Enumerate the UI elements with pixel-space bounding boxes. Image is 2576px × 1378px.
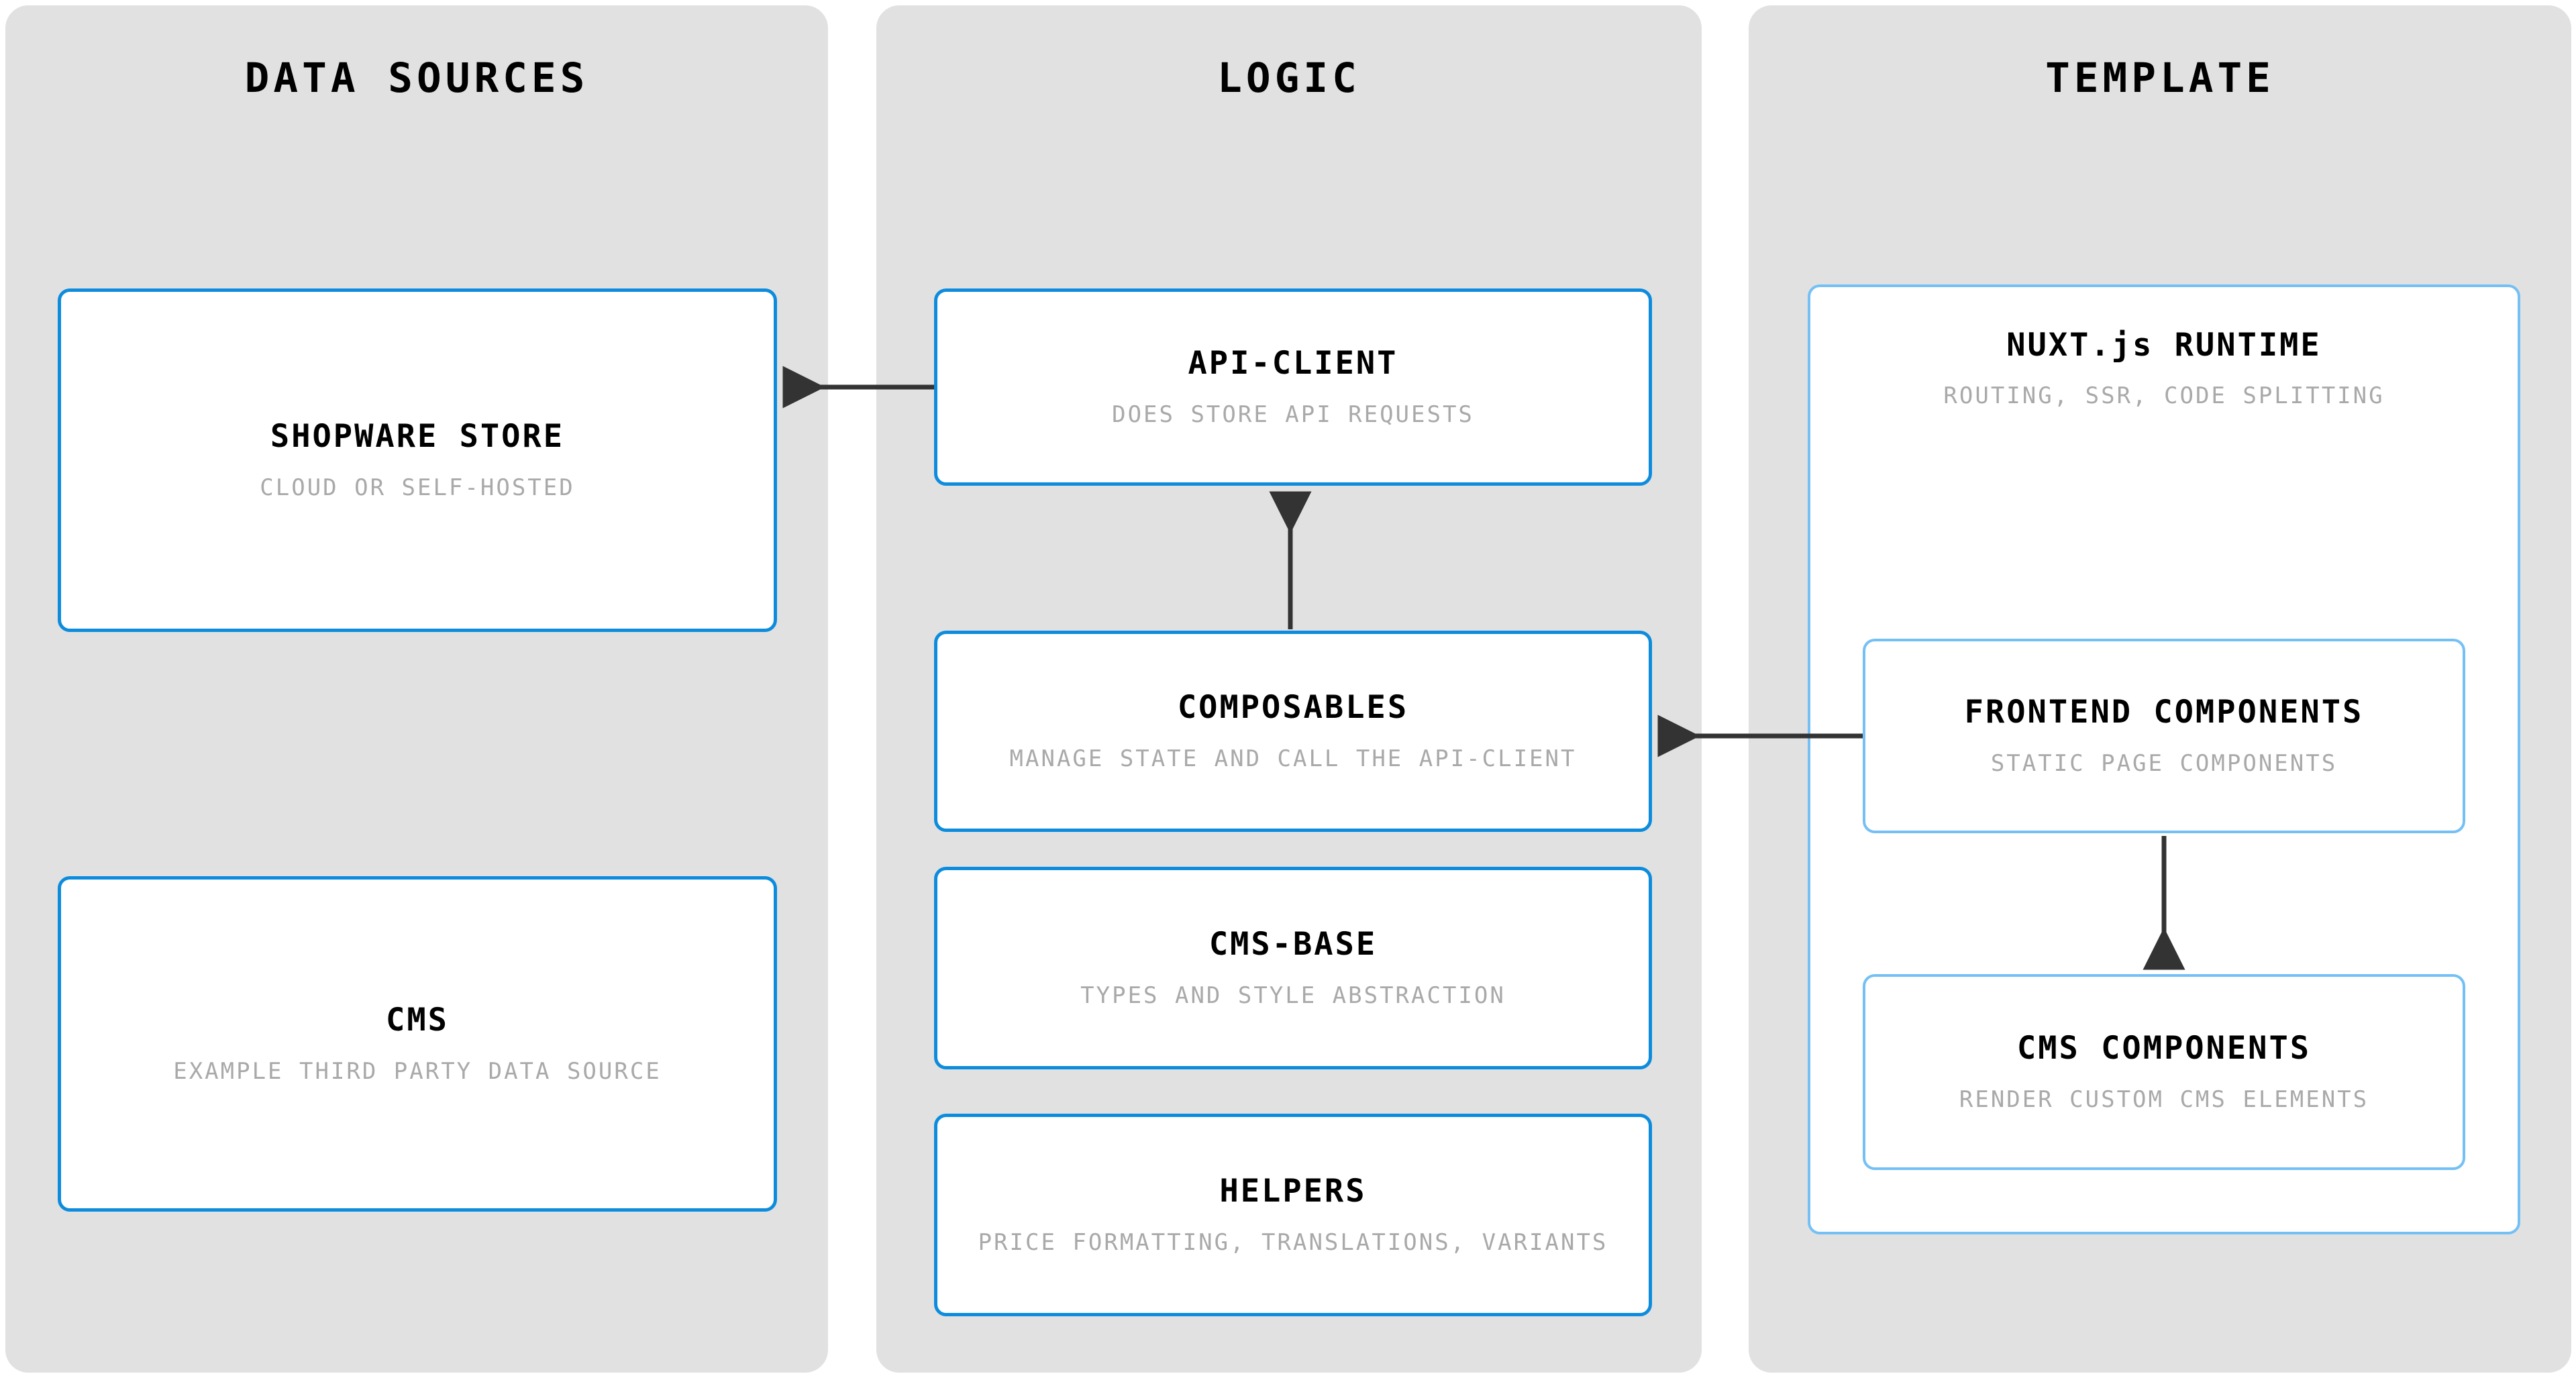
node-title-nuxt-runtime: NUXT.js RUNTIME [2006, 327, 2322, 364]
node-cms-base[interactable]: CMS-BASE TYPES AND STYLE ABSTRACTION [934, 867, 1652, 1069]
node-title-cms: CMS [386, 1002, 449, 1039]
node-subtitle-nuxt-runtime: ROUTING, SSR, CODE SPLITTING [1943, 382, 2385, 410]
node-title-api-client: API-CLIENT [1188, 345, 1398, 382]
node-title-composables: COMPOSABLES [1177, 689, 1409, 727]
node-subtitle-frontend-components: STATIC PAGE COMPONENTS [1990, 749, 2338, 777]
node-subtitle-shopware-store: CLOUD OR SELF-HOSTED [260, 474, 575, 501]
lane-title-logic: LOGIC [1217, 54, 1361, 102]
node-subtitle-helpers: PRICE FORMATTING, TRANSLATIONS, VARIANTS [978, 1228, 1608, 1256]
node-cms-components[interactable]: CMS COMPONENTS RENDER CUSTOM CMS ELEMENT… [1863, 974, 2465, 1170]
node-api-client[interactable]: API-CLIENT DOES STORE API REQUESTS [934, 288, 1652, 486]
node-title-cms-base: CMS-BASE [1208, 926, 1378, 963]
node-subtitle-composables: MANAGE STATE AND CALL THE API-CLIENT [1009, 745, 1577, 772]
node-subtitle-cms: EXAMPLE THIRD PARTY DATA SOURCE [173, 1057, 662, 1085]
node-subtitle-cms-components: RENDER CUSTOM CMS ELEMENTS [1959, 1085, 2369, 1113]
node-title-frontend-components: FRONTEND COMPONENTS [1964, 694, 2364, 731]
node-subtitle-cms-base: TYPES AND STYLE ABSTRACTION [1080, 982, 1506, 1009]
node-title-helpers: HELPERS [1219, 1173, 1367, 1210]
node-cms[interactable]: CMS EXAMPLE THIRD PARTY DATA SOURCE [58, 876, 777, 1212]
lane-title-data-sources: DATA SOURCES [244, 54, 589, 102]
node-frontend-components[interactable]: FRONTEND COMPONENTS STATIC PAGE COMPONEN… [1863, 639, 2465, 833]
node-shopware-store[interactable]: SHOPWARE STORE CLOUD OR SELF-HOSTED [58, 288, 777, 632]
node-helpers[interactable]: HELPERS PRICE FORMATTING, TRANSLATIONS, … [934, 1114, 1652, 1316]
node-subtitle-api-client: DOES STORE API REQUESTS [1112, 401, 1474, 428]
node-composables[interactable]: COMPOSABLES MANAGE STATE AND CALL THE AP… [934, 631, 1652, 832]
lane-title-template: TEMPLATE [2045, 54, 2275, 102]
node-title-shopware-store: SHOPWARE STORE [270, 418, 565, 456]
node-title-cms-components: CMS COMPONENTS [2016, 1030, 2312, 1067]
